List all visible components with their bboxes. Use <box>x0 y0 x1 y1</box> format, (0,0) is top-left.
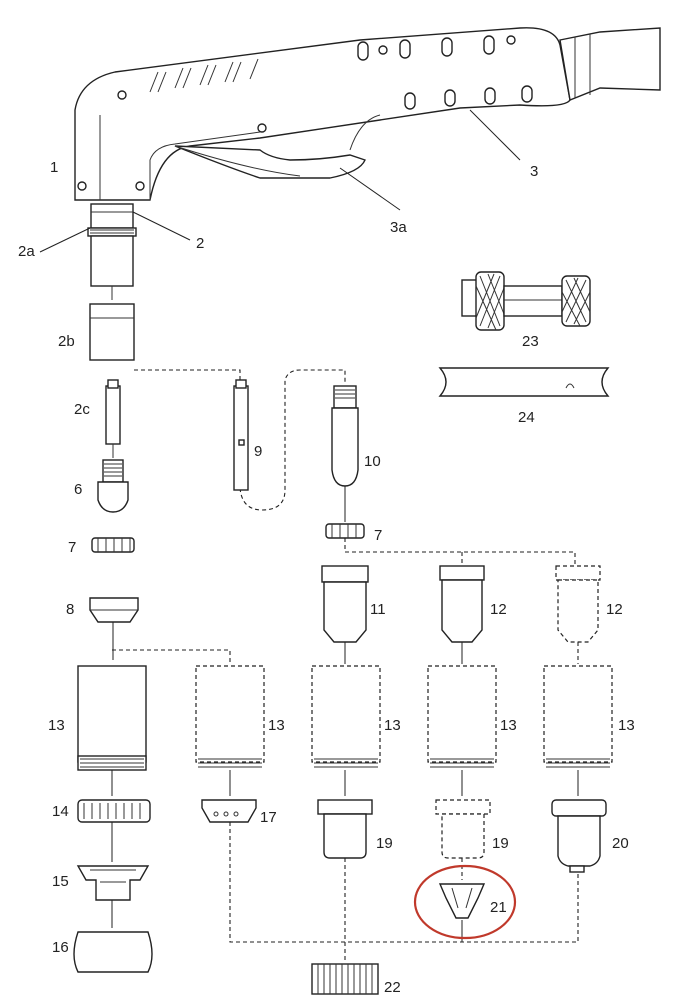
part-13-shield-cup-4 <box>427 665 497 768</box>
label-3: 3 <box>530 163 538 180</box>
part-11-nozzle <box>321 565 369 643</box>
label-24: 24 <box>518 409 535 426</box>
label-22: 22 <box>384 979 401 996</box>
part-22-knurled-cap <box>311 963 379 995</box>
label-2: 2 <box>196 235 204 252</box>
part-7-swirl-ring-left <box>91 537 135 553</box>
part-10-long-electrode <box>331 385 359 487</box>
label-19-dashed: 19 <box>492 835 509 852</box>
part-12-nozzle-solid <box>439 565 485 643</box>
label-7-right: 7 <box>374 527 382 544</box>
label-13-2: 13 <box>268 717 285 734</box>
part-labels: 1 2a 2 2b 2c 3 3a 6 7 8 9 10 7 11 12 12 … <box>18 159 635 996</box>
label-8: 8 <box>66 601 74 618</box>
label-13-3: 13 <box>384 717 401 734</box>
part-14-retaining-ring <box>77 799 151 823</box>
label-2c: 2c <box>74 401 90 418</box>
label-13-1: 13 <box>48 717 65 734</box>
leader-lines <box>39 109 521 253</box>
part-19-shield-dashed <box>435 799 491 859</box>
part-9-electrode-tool <box>233 379 249 491</box>
part-2-sleeve <box>87 203 137 300</box>
label-23: 23 <box>522 333 539 350</box>
part-8-cup <box>89 597 139 623</box>
part-13-shield-cup-5 <box>543 665 613 768</box>
label-20: 20 <box>612 835 629 852</box>
label-2a: 2a <box>18 243 35 260</box>
label-1: 1 <box>50 159 58 176</box>
part-20-shield <box>551 799 607 873</box>
connector-paths-top <box>134 369 346 511</box>
part-13-shield-cup-2 <box>195 665 265 768</box>
part-21-tip <box>438 883 486 919</box>
part-2b-insulator <box>89 303 135 361</box>
label-21: 21 <box>490 899 507 916</box>
label-17: 17 <box>260 809 277 826</box>
part-6-electrode <box>97 459 129 513</box>
part-17-gouging-cup <box>201 799 257 823</box>
part-12-nozzle-dashed <box>555 565 601 643</box>
label-6: 6 <box>74 481 82 498</box>
highlight-circle <box>413 864 517 940</box>
label-10: 10 <box>364 453 381 470</box>
label-12-dashed: 12 <box>606 601 623 618</box>
label-7-left: 7 <box>68 539 76 556</box>
label-19-solid: 19 <box>376 835 393 852</box>
label-3a: 3a <box>390 219 407 236</box>
label-2b: 2b <box>58 333 75 350</box>
label-9: 9 <box>254 443 262 460</box>
label-15: 15 <box>52 873 69 890</box>
connector-paths-bottom <box>229 822 579 962</box>
part-15-spacer <box>76 865 150 901</box>
label-12-solid: 12 <box>490 601 507 618</box>
label-13-5: 13 <box>618 717 635 734</box>
part-7-swirl-ring-right <box>325 523 365 539</box>
part-16-deflector <box>73 931 153 973</box>
label-13-4: 13 <box>500 717 517 734</box>
part-13-shield-cup-left <box>77 665 147 771</box>
part-23-spacer-tool <box>461 271 591 331</box>
part-13-shield-cup-3 <box>311 665 381 768</box>
label-14: 14 <box>52 803 69 820</box>
torch-body <box>74 27 661 201</box>
label-16: 16 <box>52 939 69 956</box>
part-24-wrench <box>438 367 610 397</box>
label-11: 11 <box>370 601 386 618</box>
part-2c-electrode-holder <box>105 379 121 458</box>
part-19-shield-solid <box>317 799 373 859</box>
